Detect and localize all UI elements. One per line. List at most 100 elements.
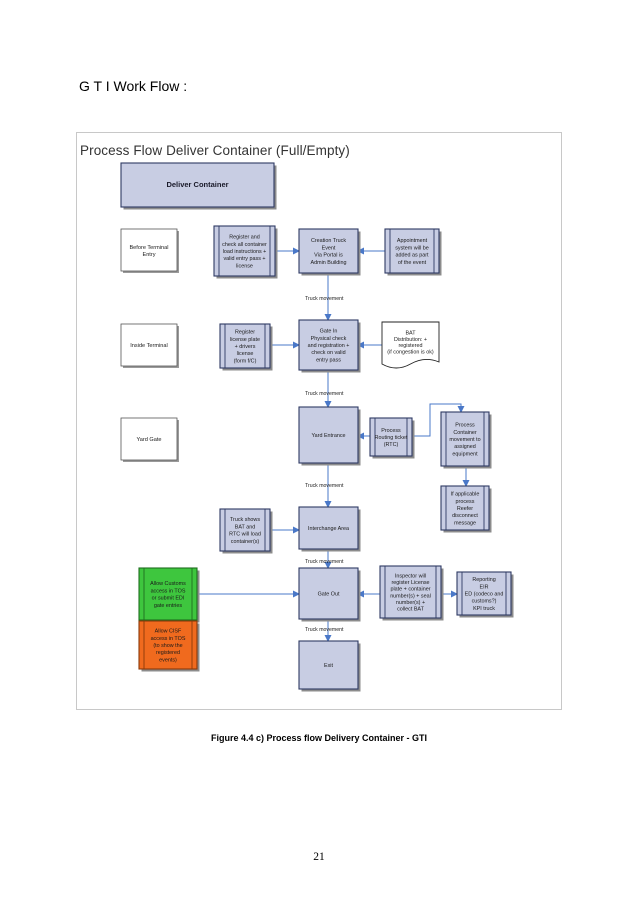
stage-inside-terminal: Inside Terminal: [120, 323, 179, 368]
node-text-line: Register and: [229, 235, 260, 241]
stage-yard-gate: Yard Gate: [120, 417, 179, 462]
node-text-line: Allow Customs: [150, 581, 186, 587]
node-text-line: check on valid: [311, 350, 345, 356]
node-text-line: Reporting: [472, 577, 495, 583]
node-text-line: entry pass: [316, 357, 341, 363]
node-text-line: assigned: [454, 444, 476, 450]
node-text-line: number(s) +: [396, 600, 425, 606]
node-text-line: gate entries: [154, 603, 182, 609]
node-text-line: Distribution: +: [394, 337, 427, 343]
node-text-line: access in TOS: [151, 588, 186, 594]
node-text-line: load instructions +: [223, 249, 267, 255]
node-text-line: container(s): [231, 539, 260, 545]
stage-label: Yard Gate: [136, 437, 161, 443]
node-text-line: (to show the: [153, 643, 182, 649]
node-text-line: Truck shows: [230, 517, 260, 523]
node-text-line: Exit: [324, 663, 333, 669]
node-text-line: Allow CISF: [155, 629, 182, 635]
stage-label: Inside Terminal: [130, 343, 168, 349]
node-text-line: Process: [455, 423, 475, 429]
node-text-line: Deliver Container: [166, 180, 228, 189]
page-number: 21: [313, 851, 325, 863]
node-text-line: Physical check: [311, 336, 347, 342]
node-text-line: Via Portal is: [314, 253, 343, 259]
node-exit: Exit: [298, 640, 361, 692]
node-reefer-disconnect: If applicableprocessReeferdisconnectmess…: [440, 485, 492, 533]
node-deliver-container: Deliver Container: [120, 162, 277, 210]
node-gate-out: Gate Out: [298, 567, 361, 622]
node-text-line: ED (codeco and: [465, 592, 504, 598]
node-text-line: registered: [399, 343, 423, 349]
node-text-line: Appointment: [397, 238, 428, 244]
node-text-line: movement to: [449, 437, 480, 443]
movement-label-5: Truck movement: [305, 627, 344, 633]
movement-label-1: Truck movement: [305, 296, 344, 302]
page-heading: G T I Work Flow :: [79, 78, 188, 94]
node-text-line: message: [454, 520, 476, 526]
node-text-line: of the event: [398, 260, 427, 266]
node-text-line: Process: [381, 428, 401, 434]
node-text-line: check all container: [222, 242, 267, 248]
node-text-line: disconnect: [452, 513, 478, 519]
movement-label-3: Truck movement: [305, 483, 344, 489]
node-text-line: Gate Out: [318, 592, 340, 598]
node-text-line: (form f/C): [234, 358, 257, 364]
node-text-line: or submit EDI: [152, 596, 185, 602]
node-text-line: Yard Entrance: [311, 433, 345, 439]
node-text-line: plate + container: [390, 587, 430, 593]
diagram-title: Process Flow Deliver Container (Full/Emp…: [80, 143, 350, 158]
node-text-line: license: [236, 263, 253, 269]
node-text-line: (if congestion is ok): [387, 349, 434, 355]
node-text-line: KPI truck: [473, 606, 495, 612]
node-text-line: events): [159, 657, 177, 663]
node-text-line: collect BAT: [397, 607, 425, 613]
node-text-line: access in TOS: [151, 636, 186, 642]
node-text-line: Event: [322, 245, 336, 251]
node-text-line: Inspector will: [395, 574, 426, 580]
node-text-line: EIR: [480, 584, 489, 590]
edge-yard-to-container-movement: [412, 403, 465, 437]
node-text-line: Reefer: [457, 506, 473, 512]
node-text-line: Admin Building: [311, 260, 347, 266]
node-text-line: equipment: [452, 451, 478, 457]
node-text-line: Gate In: [320, 329, 338, 335]
node-text-line: BAT and: [235, 524, 255, 530]
node-text-line: If applicable: [451, 492, 480, 498]
node-text-line: Register: [235, 330, 255, 336]
node-text-line: Container: [453, 430, 477, 436]
node-text-line: BAT: [405, 331, 416, 337]
node-text-line: license: [237, 351, 254, 357]
node-text-line: Interchange Area: [308, 526, 349, 532]
node-text-line: and registration +: [308, 343, 350, 349]
node-text-line: system will be: [395, 245, 429, 251]
node-text-line: register License: [391, 580, 429, 586]
node-text-line: license plate: [230, 337, 260, 343]
movement-labels: Truck movement Truck movement Truck move…: [305, 296, 344, 633]
node-text-line: Routing ticket: [375, 435, 408, 441]
node-text-line: customs?): [472, 599, 497, 605]
node-text-line: registered: [156, 650, 180, 656]
movement-label-4: Truck movement: [305, 559, 344, 565]
node-text-line: process: [456, 499, 475, 505]
node-text-line: + drivers: [235, 344, 256, 350]
node-text-line: Creation Truck: [311, 238, 346, 244]
node-text-line: (RTC): [384, 442, 399, 448]
node-text-line: number(s) + seal: [390, 593, 431, 599]
node-text-line: RTC will load: [229, 532, 261, 538]
figure-caption: Figure 4.4 c) Process flow Delivery Cont…: [210, 733, 428, 743]
